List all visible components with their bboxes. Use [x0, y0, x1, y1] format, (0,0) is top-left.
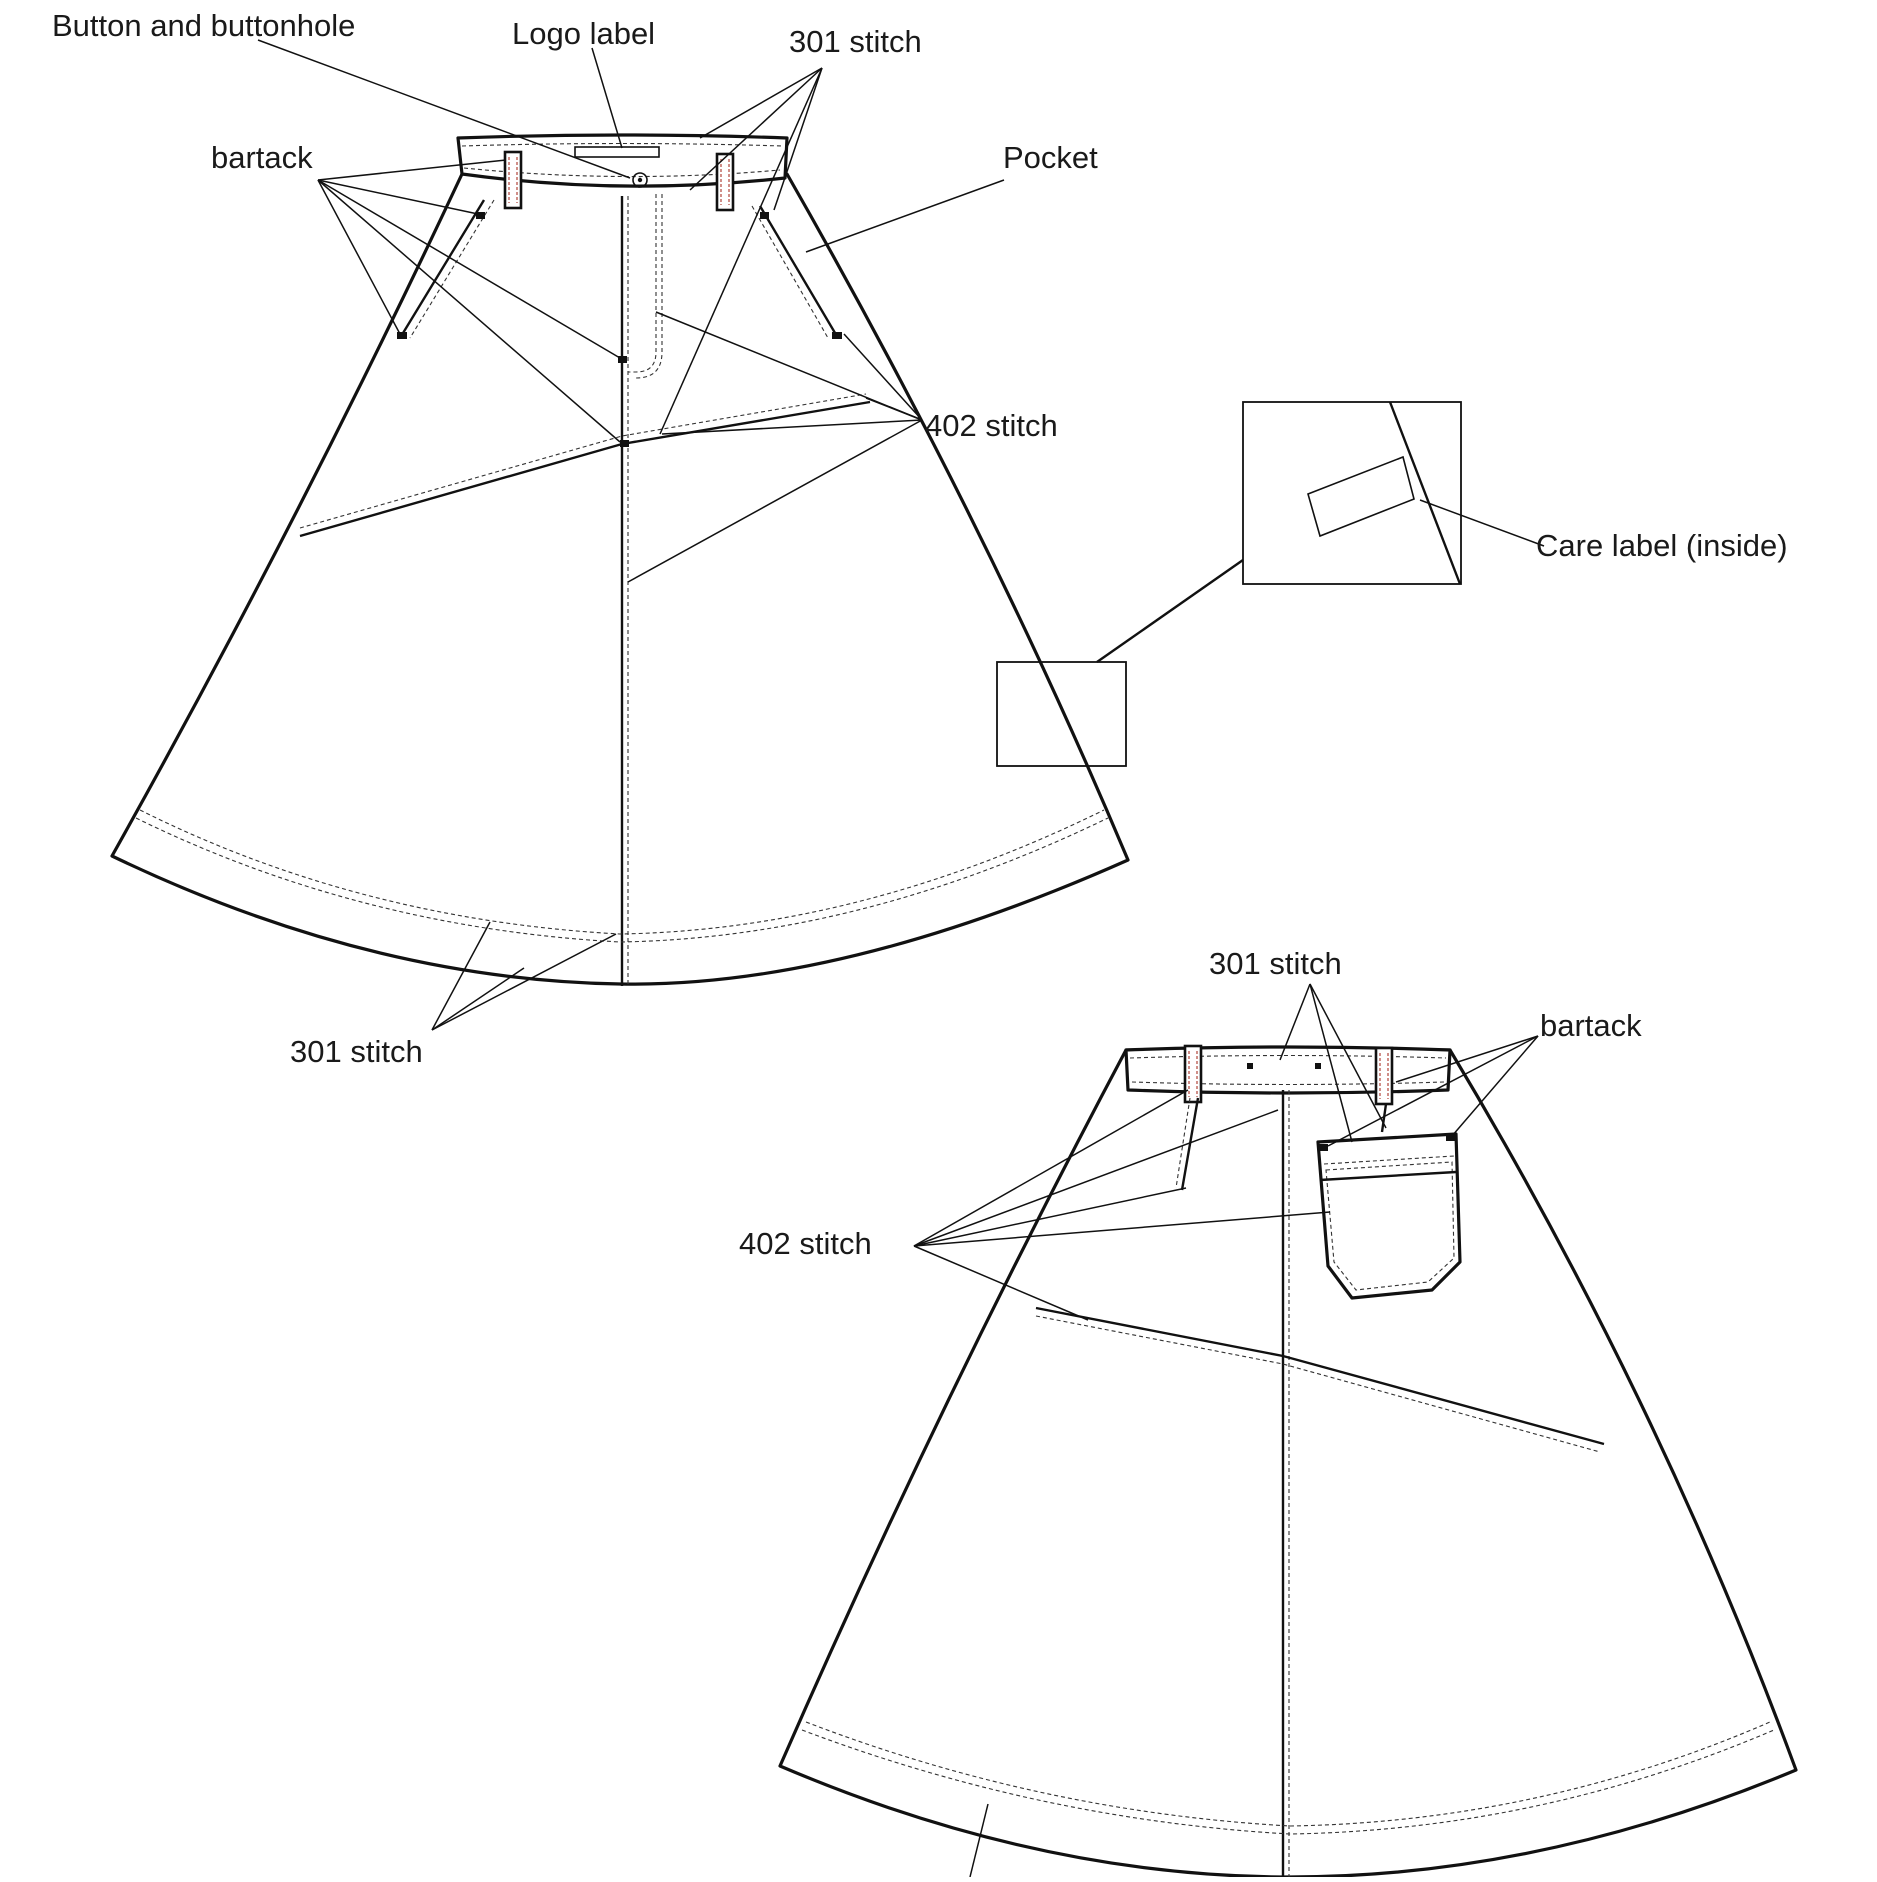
front-belt-loop-right [715, 152, 735, 212]
front-skirt-outline [110, 172, 1130, 986]
care-label-detail-box [1242, 401, 1462, 585]
leader-lines [257, 39, 1545, 1878]
label-logo-label: Logo label [512, 16, 655, 51]
front-logo-label [574, 146, 660, 158]
care-label [1307, 455, 1415, 538]
front-skirt-view [110, 133, 1462, 986]
back-waistband [1124, 1045, 1452, 1095]
front-button [632, 172, 648, 188]
back-patch-pocket [1316, 1132, 1462, 1300]
back-skirt-view [778, 1044, 1798, 1879]
back-belt-loop-left [1183, 1044, 1203, 1104]
label-care-label-inside: Care label (inside) [1536, 528, 1788, 563]
care-label-locator-box [996, 661, 1127, 767]
label-bartack-back: bartack [1540, 1008, 1642, 1043]
label-301-stitch-front-top: 301 stitch [789, 24, 922, 59]
label-402-stitch-front: 402 stitch [925, 408, 1058, 443]
label-button-and-buttonhole: Button and buttonhole [52, 8, 355, 43]
callout-labels: Button and buttonhole Logo label 301 sti… [52, 8, 1788, 1261]
front-belt-loop-left [503, 150, 523, 210]
label-301-stitch-back: 301 stitch [1209, 946, 1342, 981]
back-belt-loop-right [1374, 1046, 1394, 1106]
label-301-stitch-front-hem: 301 stitch [290, 1034, 423, 1069]
label-bartack-front: bartack [211, 140, 313, 175]
label-pocket: Pocket [1003, 140, 1098, 175]
label-402-stitch-back: 402 stitch [739, 1226, 872, 1261]
back-skirt-outline [778, 1048, 1798, 1879]
